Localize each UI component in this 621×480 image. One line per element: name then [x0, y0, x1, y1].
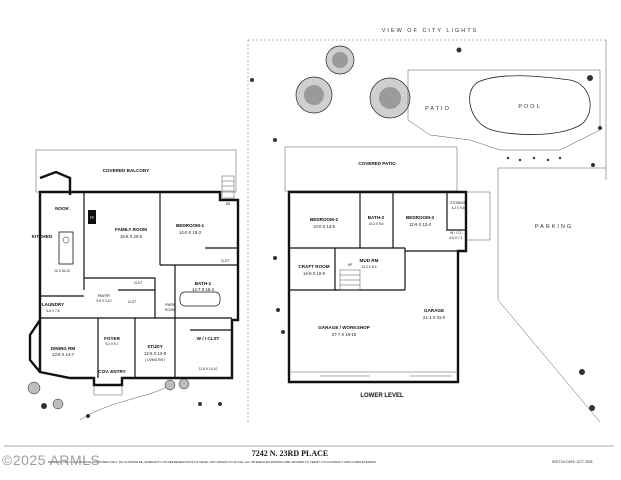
family-room-dim: 15-6 X 20-5	[120, 234, 143, 239]
garage-label: GARAGE	[424, 308, 444, 313]
bath1-label: BATH-1	[195, 281, 212, 286]
laundry-dim: 6-6 X 7-6	[46, 309, 59, 313]
parking-outline	[497, 167, 606, 423]
bedroom3-label: BEDROOM-3	[406, 215, 435, 220]
site-boundary	[247, 39, 607, 422]
parking-label: PARKING	[535, 224, 573, 230]
bath2-label: BATH-2	[368, 215, 385, 220]
covered-patio-label: COVERED PATIO	[358, 161, 396, 166]
entry-steps	[93, 385, 123, 396]
bedroom2-label: BEDROOM-2	[310, 217, 339, 222]
tree-canopy-top-1	[325, 45, 355, 75]
study-label: STUDY	[147, 344, 163, 349]
sketch-date: SKETCH DATE: OCT. 2025	[552, 460, 593, 464]
dining-dim: 13-8 X 14-7	[52, 352, 75, 357]
cov-entry-label: COV. ENTRY	[98, 369, 125, 374]
wicl-label: W / I CL	[450, 231, 462, 235]
mud-room-label: MUD RM	[360, 258, 379, 263]
wicl-dim: 6-6 X 7-1	[449, 236, 462, 240]
bedroom1-dim: 14-0 X 18-3	[179, 230, 202, 235]
tree-canopy-top-3	[369, 77, 411, 119]
study-dim: 12-6 X 12-8	[144, 351, 167, 356]
fp-label: FP	[90, 216, 94, 220]
storage-dim: 4-2 X 9-6	[451, 206, 464, 210]
covered-patio-area	[284, 146, 458, 192]
family-room-label: FAMILY ROOM	[115, 227, 147, 232]
study-note: ( LIVING RM )	[145, 358, 165, 362]
bathtub	[179, 291, 221, 307]
nook-label: NOOK	[55, 206, 69, 211]
foyer-label: FOYER	[104, 336, 121, 341]
dining-bay-window	[28, 319, 41, 373]
storage-label: STORAGE	[450, 201, 466, 205]
clst-label-1: CLST	[221, 259, 229, 263]
garage-workshop-dim: 27-7 X 19-10	[332, 332, 357, 337]
garage-workshop-label: GARAGE / WORKSHOP	[318, 325, 370, 330]
dining-label: DINING RM	[51, 346, 76, 351]
foyer-dim: 9-2 X 9-7	[105, 342, 118, 346]
bath1-dim: 14-7 X 15-3	[192, 287, 215, 292]
shrub-dots-upper	[27, 378, 222, 418]
pwdr-label: PWDR	[165, 303, 175, 307]
clst-label-3: CLST	[128, 300, 136, 304]
kitchen-sink	[62, 236, 70, 244]
view-label: VIEW OF CITY LIGHTS	[382, 28, 479, 34]
garage-dim: 21-1 X 31-0	[423, 315, 446, 320]
laundry-label: LAUNDRY	[42, 302, 64, 307]
covered-balcony-label: COVERED BALCONY	[103, 168, 150, 173]
fireplace	[88, 210, 96, 224]
shrub-dots-top	[250, 47, 602, 142]
kitchen-label: KITCHEN	[32, 234, 53, 239]
lower-stair-up-label: UP	[348, 263, 352, 267]
upper-interior-walls	[40, 192, 238, 378]
nook-bay-window	[39, 170, 72, 195]
lower-level-label: LOWER LEVEL	[360, 393, 404, 399]
bedroom3-dim: 12-9 X 13-4	[409, 222, 432, 227]
kitchen-dim: 12-X 26-10	[54, 269, 70, 273]
upper-exterior-wall	[38, 190, 240, 387]
tree-canopy-top-2	[295, 76, 333, 114]
walkway	[79, 384, 171, 421]
kitchen-island	[58, 231, 74, 265]
address-title: 7242 N. 23RD PLACE	[252, 449, 328, 458]
bedroom2-dim: 13-0 X 13-5	[313, 224, 336, 229]
upper-stairs	[221, 175, 235, 199]
pool-label: POOL	[518, 104, 541, 110]
bedroom1-label: BEDROOM-1	[176, 223, 205, 228]
wiclst-dim: 12-6 X 10-10	[199, 367, 218, 371]
patio-outline	[407, 69, 601, 151]
pantry-label: PANTRY	[98, 294, 112, 298]
lower-stairs	[339, 269, 361, 291]
upper-dn-label: DN	[226, 202, 231, 206]
mud-room-dim: 12-2 X 8-3	[362, 265, 377, 269]
patio-label: PATIO	[425, 106, 451, 112]
pwdr-label-2: ROOM	[165, 308, 175, 312]
planter-dots	[506, 156, 595, 411]
pantry-dim: 9-6 X 3-10	[97, 299, 112, 303]
disclaimer-text: DRAWING FOR ILLUSTRATIVE PURPOSES ONLY. …	[48, 460, 377, 464]
craft-room-dim: 14-6 X 10-0	[303, 271, 326, 276]
pool-shape	[469, 75, 591, 135]
copyright-watermark: ©2025 ARMLS	[2, 452, 101, 468]
clst-label-2: CLST	[134, 281, 142, 285]
shrub-dots-lower	[273, 256, 285, 334]
lower-interior-walls	[289, 191, 491, 377]
wiclst-label: W / I CLST	[197, 336, 220, 341]
craft-room-label: CRAFT ROOM	[298, 264, 329, 269]
bath2-dim: 10-3 X 9-6	[369, 222, 384, 226]
